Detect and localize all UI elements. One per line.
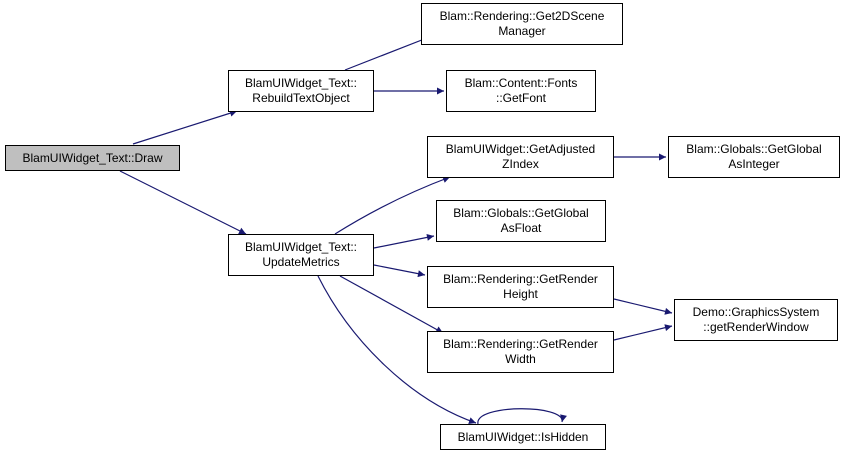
node-get-adjusted-zindex[interactable]: BlamUIWidget::GetAdjusted ZIndex	[427, 136, 614, 178]
node-label-line1: Demo::GraphicsSystem	[692, 305, 820, 319]
node-label-line2: Width	[505, 352, 536, 366]
edge-ishidden-to-ishidden	[477, 408, 567, 425]
edge-update-to-getadj	[334, 176, 451, 235]
node-label-line1: Blam::Content::Fonts	[464, 76, 578, 90]
node-label-line1: BlamUIWidget::IsHidden	[457, 429, 589, 444]
node-label-line2: RebuildTextObject	[252, 91, 350, 105]
node-label-line1: BlamUIWidget::GetAdjusted	[445, 142, 596, 156]
node-label-line2: ::GetFont	[495, 91, 547, 105]
node-label-line1: BlamUIWidget_Text::Draw	[22, 150, 163, 165]
node-update-metrics[interactable]: BlamUIWidget_Text:: UpdateMetrics	[228, 234, 374, 276]
node-get-global-as-integer[interactable]: Blam::Globals::GetGlobal AsInteger	[668, 136, 840, 178]
edge-draw-to-update	[119, 170, 247, 235]
node-label-line2: ZIndex	[502, 157, 539, 171]
node-is-hidden[interactable]: BlamUIWidget::IsHidden	[440, 424, 606, 450]
node-label-line2: ::getRenderWindow	[703, 320, 809, 334]
node-get-global-as-float[interactable]: Blam::Globals::GetGlobal AsFloat	[436, 200, 606, 242]
node-label-line2: UpdateMetrics	[262, 255, 340, 269]
node-get-render-window[interactable]: Demo::GraphicsSystem ::getRenderWindow	[674, 299, 838, 341]
node-get-render-height[interactable]: Blam::Rendering::GetRender Height	[427, 266, 614, 308]
edge-draw-to-rebuild	[132, 109, 238, 145]
node-blamuiwidget-text-draw: BlamUIWidget_Text::Draw	[5, 145, 180, 171]
node-label-line1: BlamUIWidget_Text::	[244, 76, 358, 90]
node-label-line2: Manager	[498, 24, 546, 38]
edge-update-to-getfloat	[373, 233, 435, 249]
node-label-line1: Blam::Globals::GetGlobal	[686, 142, 822, 156]
node-label-line2: Height	[503, 287, 538, 301]
edge-update-to-getwidth	[339, 275, 444, 334]
node-fonts-get-font[interactable]: Blam::Content::Fonts ::GetFont	[446, 70, 596, 112]
node-label-line1: Blam::Rendering::Get2DScene	[439, 9, 605, 23]
edge-update-to-ishidden	[317, 275, 477, 424]
node-label-line1: BlamUIWidget_Text::	[244, 240, 358, 254]
node-get-2d-scene-manager[interactable]: Blam::Rendering::Get2DScene Manager	[421, 3, 623, 45]
edge-rebuild-to-get2d	[344, 35, 433, 71]
node-get-render-width[interactable]: Blam::Rendering::GetRender Width	[427, 331, 614, 373]
node-rebuild-text-object[interactable]: BlamUIWidget_Text:: RebuildTextObject	[228, 70, 374, 112]
node-label-line2: AsFloat	[500, 221, 542, 235]
edge-getheight-to-renderwin	[613, 298, 673, 315]
node-label-line1: Blam::Rendering::GetRender	[443, 272, 598, 286]
edge-update-to-getheight	[373, 264, 426, 278]
node-label-line2: AsInteger	[728, 157, 780, 171]
node-label-line1: Blam::Globals::GetGlobal	[453, 206, 589, 220]
node-label-line1: Blam::Rendering::GetRender	[443, 337, 598, 351]
edge-getwidth-to-renderwin	[613, 324, 673, 341]
